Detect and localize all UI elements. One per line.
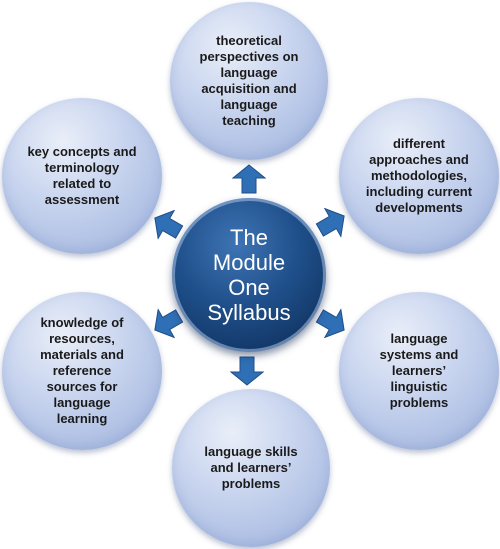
topic-bubble-lower-right: language systems and learners’ linguisti…: [339, 292, 499, 450]
hub-title: The Module One Syllabus: [207, 225, 291, 325]
hub-circle: The Module One Syllabus: [172, 198, 326, 352]
topic-bubble-upper-left: key concepts and terminology related to …: [2, 98, 162, 254]
arrow-lower-left-icon: [146, 301, 189, 345]
topic-bubble-upper-right: different approaches and methodologies, …: [339, 98, 499, 254]
topic-bubble-top: theoretical perspectives on language acq…: [170, 2, 328, 160]
topic-label-lower-right: language systems and learners’ linguisti…: [379, 331, 459, 410]
topic-label-bottom: language skills and learners’ problems: [204, 444, 298, 491]
topic-label-top: theoretical perspectives on language acq…: [199, 33, 299, 128]
arrow-upper-left-icon: [146, 203, 189, 247]
topic-bubble-bottom: language skills and learners’ problems: [172, 389, 330, 547]
arrow-lower-right-icon: [311, 301, 354, 345]
topic-label-lower-left: knowledge of resources, materials and re…: [40, 315, 124, 426]
arrow-down-icon: [230, 356, 264, 386]
topic-label-upper-left: key concepts and terminology related to …: [27, 144, 137, 207]
arrow-upper-right-icon: [311, 201, 354, 245]
topic-label-upper-right: different approaches and methodologies, …: [365, 136, 473, 215]
arrow-up-icon: [232, 164, 266, 194]
topic-bubble-lower-left: knowledge of resources, materials and re…: [2, 292, 162, 450]
